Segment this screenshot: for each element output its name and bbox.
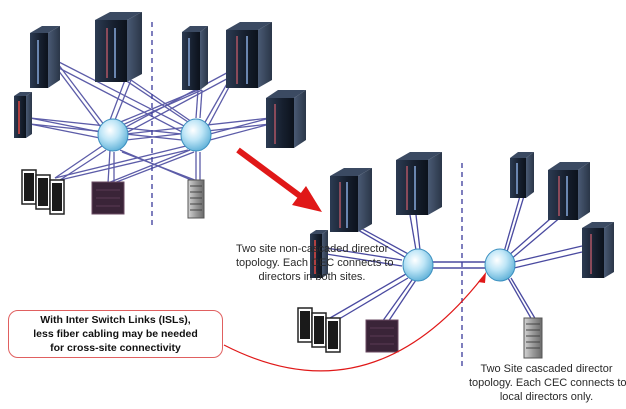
tape-library-icon [297,307,341,353]
isl-callout-box [8,310,223,358]
transition-arrow-icon [236,147,322,212]
server-cabinet-icon [30,26,60,88]
caption-line: topology. Each CEC connects to [236,257,394,269]
links-non-cascaded [29,59,271,184]
storage-array-icon [91,181,125,215]
server-cabinet-icon [330,168,372,232]
callout-line: for cross-site connectivity [50,342,181,354]
disk-subsystem-icon [523,317,543,359]
disk-subsystem-icon [187,179,205,219]
director-switch-icon [180,118,212,152]
cascaded-caption: Two Site cascaded director topology. Eac… [469,362,626,404]
server-cabinet-icon [226,22,272,88]
caption-line: Two Site cascaded director [480,363,613,375]
server-cabinet-icon [582,222,614,278]
cascaded-topology [297,152,614,370]
server-cabinet-icon [510,152,534,198]
tape-library-icon [21,169,65,215]
non-cascaded-topology [14,12,306,225]
caption-line: Two site non-cascaded director [236,243,389,255]
server-cabinet-icon [14,92,32,138]
storage-array-icon [365,319,399,353]
caption-line: local directors only. [499,391,594,403]
caption-line: topology. Each CEC connects to [469,377,626,389]
director-switch-icon [97,118,129,152]
isl-pointer-arrow [223,272,486,372]
isl-callout-text: With Inter Switch Links (ISLs), less fib… [8,313,223,355]
server-cabinet-icon [396,152,442,215]
links-cascaded [325,195,583,323]
server-cabinet-icon [95,12,142,82]
non-cascaded-caption: Two site non-cascaded director topology.… [236,242,394,284]
callout-line: With Inter Switch Links (ISLs), [40,314,191,326]
director-switch-icon [402,248,434,282]
caption-line: directors in both sites. [258,271,366,283]
director-switch-icon [484,248,516,282]
callout-line: less fiber cabling may be needed [33,328,198,340]
server-cabinet-icon [548,162,590,220]
server-cabinet-icon [266,90,306,148]
server-cabinet-icon [182,26,208,90]
server-cabinet-icon [310,230,328,278]
